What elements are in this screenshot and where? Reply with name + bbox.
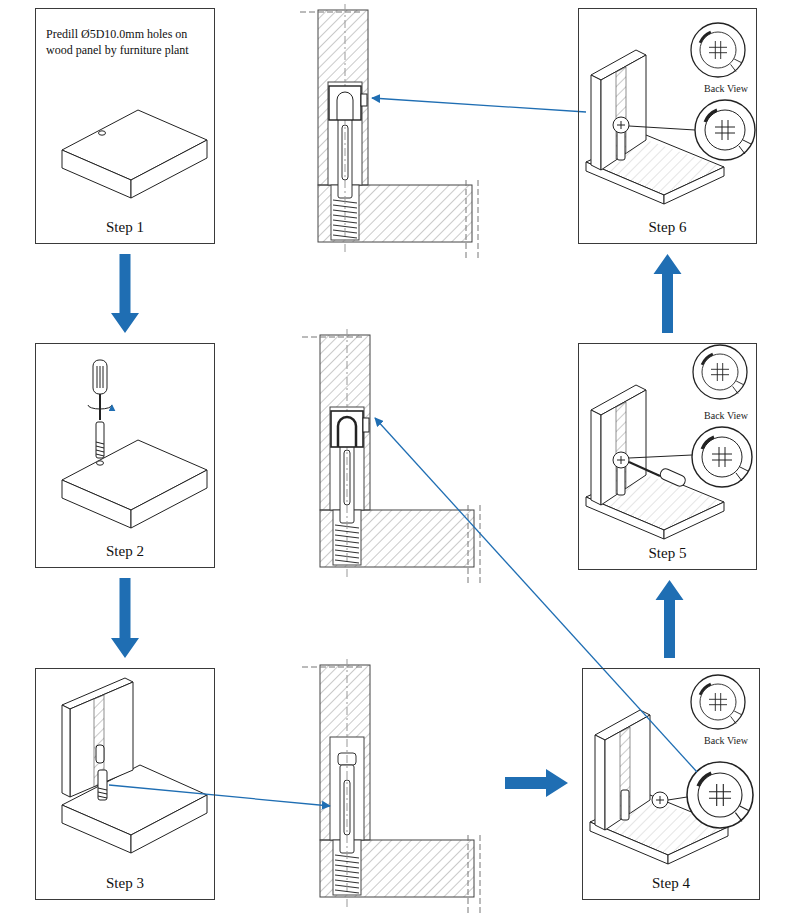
cam-section — [329, 86, 367, 120]
step-panel: Predill Ø5D10.0mm holes on wood panel by… — [35, 8, 215, 244]
step1-panel — [62, 150, 131, 198]
leader-lines — [109, 785, 330, 806]
step-caption: Step 4 — [583, 875, 759, 899]
step4-drawing — [621, 790, 629, 820]
cam-section — [331, 411, 363, 447]
step-panel: Step 5 — [578, 343, 757, 570]
step6-drawing — [691, 23, 745, 77]
section-views — [300, 4, 478, 258]
step-panel: Step 3 — [35, 668, 215, 900]
step5-drawing — [693, 345, 747, 399]
note-text: Predill Ø5D10.0mm holes on wood panel by… — [36, 9, 214, 58]
step1-panel — [62, 110, 207, 198]
view-label: Back View — [691, 410, 761, 421]
step5-drawing — [617, 465, 625, 495]
step4-drawing — [652, 792, 668, 808]
leader-lines — [375, 418, 697, 772]
step2-drawing — [93, 360, 107, 394]
step6-drawing — [617, 130, 625, 160]
cam-section — [338, 417, 356, 447]
step2-drawing — [131, 470, 207, 528]
step2-drawing — [97, 461, 104, 465]
step-caption: Step 5 — [579, 545, 756, 569]
flow-arrow — [656, 580, 684, 658]
section-views — [302, 659, 480, 913]
view-label: Back View — [691, 735, 761, 746]
step2-drawing — [62, 480, 131, 528]
step-caption: Step 1 — [36, 219, 214, 243]
step2-drawing — [96, 442, 104, 456]
step5-drawing — [617, 456, 625, 464]
step4-drawing — [656, 796, 664, 804]
flow-arrow — [111, 254, 139, 333]
step-caption: Step 2 — [36, 543, 214, 567]
step-panel: Step 2 — [35, 343, 215, 568]
cam-section — [363, 418, 369, 432]
step-caption: Step 3 — [36, 875, 214, 899]
step3-drawing — [131, 795, 207, 853]
flow-arrow — [505, 769, 568, 797]
step5-drawing — [692, 427, 752, 487]
section-views — [302, 329, 480, 583]
step2-drawing — [97, 366, 103, 388]
step2-drawing — [99, 394, 101, 420]
cam-section — [329, 86, 361, 120]
step6-drawing — [586, 23, 755, 204]
step1-panel — [99, 131, 106, 135]
cam-section — [331, 411, 369, 447]
leader-lines — [109, 98, 697, 806]
view-label: Back View — [691, 83, 761, 94]
step4-drawing — [590, 675, 753, 864]
step1-panel — [131, 140, 207, 198]
step3-drawing — [62, 678, 207, 853]
step-panel: Step 4 — [582, 668, 760, 900]
step5-drawing — [659, 467, 687, 488]
step3-drawing — [98, 770, 107, 800]
step4-drawing — [691, 675, 745, 729]
cam-section — [337, 92, 353, 120]
step5-drawing — [629, 455, 692, 458]
step3-drawing — [62, 705, 70, 797]
flow-arrow — [111, 578, 139, 658]
step3-drawing — [98, 788, 107, 798]
step3-drawing — [62, 805, 131, 853]
step2-drawing — [62, 360, 207, 528]
step-panel: Step 6 — [578, 8, 757, 244]
step6-drawing — [613, 117, 629, 133]
step5-drawing — [586, 345, 752, 539]
step2-drawing — [96, 422, 104, 458]
step-caption: Step 6 — [579, 219, 756, 243]
step2-drawing — [88, 405, 112, 409]
step5-drawing — [613, 452, 629, 468]
leader-lines — [372, 98, 586, 112]
step6-drawing — [629, 126, 695, 130]
step6-drawing — [695, 100, 755, 160]
step6-drawing — [617, 121, 625, 129]
section-views — [300, 4, 480, 913]
step4-drawing — [668, 797, 687, 800]
flow-arrow — [654, 254, 682, 333]
step3-drawing — [96, 745, 104, 763]
cam-section — [361, 94, 367, 106]
step5-drawing — [629, 462, 660, 476]
